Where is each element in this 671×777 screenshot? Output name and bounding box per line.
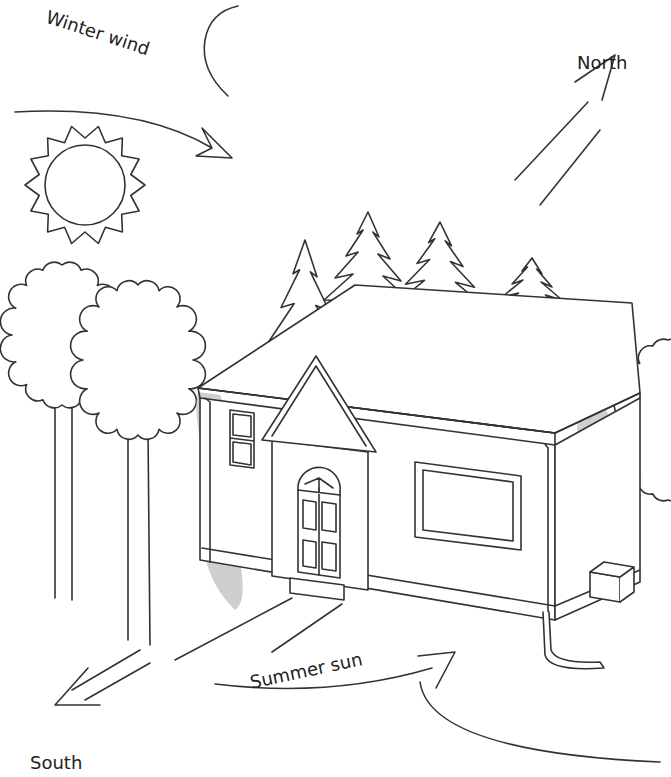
arrow-head — [55, 668, 100, 705]
base-trim — [202, 548, 640, 606]
downspout — [543, 612, 604, 669]
picture-window — [415, 462, 521, 550]
walkway — [175, 598, 342, 660]
north-arrow — [515, 102, 600, 205]
small-window — [230, 410, 254, 468]
sun-curve — [420, 682, 660, 762]
porch — [272, 440, 368, 590]
gable-trim — [272, 366, 366, 446]
wind-arrow — [15, 111, 212, 148]
direction-label: North — [577, 52, 627, 73]
corner-trim — [205, 398, 548, 612]
direction-label: Winter wind — [44, 6, 153, 59]
sun-disc — [45, 145, 125, 225]
walkway-edge — [175, 598, 342, 660]
front-step — [290, 578, 344, 600]
sun-rays — [25, 127, 145, 244]
tree-trunk — [54, 400, 56, 598]
door — [298, 467, 340, 578]
arrow-head — [196, 128, 232, 158]
front-wall — [200, 398, 555, 620]
porch-gable — [262, 356, 376, 452]
tree-crown — [71, 281, 206, 440]
door-panels — [298, 488, 340, 575]
tree-trunk — [127, 430, 129, 640]
sun-symbol — [25, 127, 145, 244]
arrow-head — [418, 652, 455, 688]
fascia — [555, 393, 640, 433]
side-wall — [555, 398, 640, 620]
direction-arrows — [15, 6, 660, 762]
wind-curve — [204, 6, 238, 96]
ac-unit — [590, 562, 634, 602]
south-arrow — [72, 650, 150, 700]
tree-trunk — [148, 430, 150, 645]
deciduous-trees — [0, 262, 671, 645]
fanlight — [305, 478, 333, 490]
tree-trunk — [71, 400, 73, 600]
house — [198, 285, 640, 669]
direction-label: South — [30, 752, 82, 773]
